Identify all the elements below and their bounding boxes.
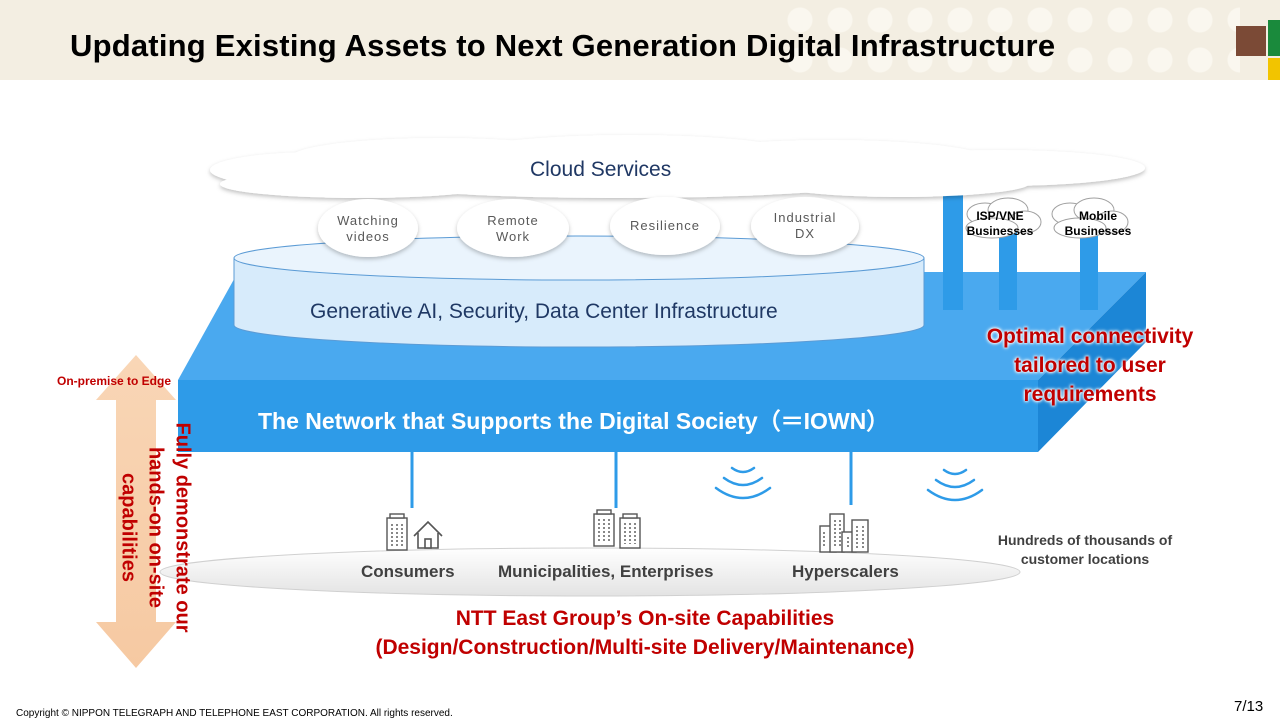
- wireless-icon: [714, 466, 772, 500]
- ai-platform-top: [233, 235, 925, 281]
- deco-square-brown: [1236, 26, 1266, 56]
- header-band: [0, 0, 1280, 80]
- city-buildings-icon: [819, 513, 869, 553]
- pipe-cloud: [943, 185, 963, 310]
- double-arrow: [96, 355, 176, 668]
- network-slab-side: [1038, 272, 1146, 452]
- network-slab-front: [178, 380, 1038, 452]
- consumers-label: Consumers: [361, 562, 455, 581]
- network-label: The Network that Supports the Digital So…: [258, 408, 890, 434]
- small-cloud-mobile: [1051, 197, 1129, 239]
- copyright-text: Copyright © NIPPON TELEGRAPH AND TELEPHO…: [16, 708, 453, 719]
- hands-on-capabilities-text: Fully demonstrate our hands-on on-site c…: [117, 422, 194, 633]
- service-label-resilience: Resilience: [630, 218, 700, 233]
- house-icon: [413, 520, 443, 549]
- deco-bar-green: [1268, 20, 1280, 56]
- onsite-capabilities-text: NTT East Group’s On-site Capabilities(De…: [375, 607, 915, 659]
- municipalities-label: Municipalities, Enterprises: [498, 562, 714, 581]
- pipe-isp: [999, 228, 1017, 310]
- office-building-icon: [593, 509, 615, 547]
- on-premise-to-edge-label: On-premise to Edge: [57, 374, 172, 388]
- ai-platform-cylinder: [233, 257, 925, 348]
- cloud-services-label: Cloud Services: [530, 158, 672, 181]
- hyperscalers-label: Hyperscalers: [792, 562, 899, 581]
- cloud-shape: [210, 135, 1145, 198]
- ai-platform-label: Generative AI, Security, Data Center Inf…: [310, 300, 778, 323]
- ground-ellipse: [159, 547, 1021, 597]
- wireless-icon: [926, 468, 984, 502]
- office-building-icon: [619, 513, 641, 549]
- deco-bar-yellow: [1268, 58, 1280, 80]
- service-oval: [318, 197, 859, 257]
- page-number: 7/13: [1234, 698, 1264, 715]
- pipe-mobile: [1080, 228, 1098, 310]
- header-pattern: [780, 0, 1240, 80]
- page-title: Updating Existing Assets to Next Generat…: [70, 28, 1056, 63]
- apartment-building-icon: [386, 513, 408, 551]
- small-cloud-isp: [965, 197, 1042, 239]
